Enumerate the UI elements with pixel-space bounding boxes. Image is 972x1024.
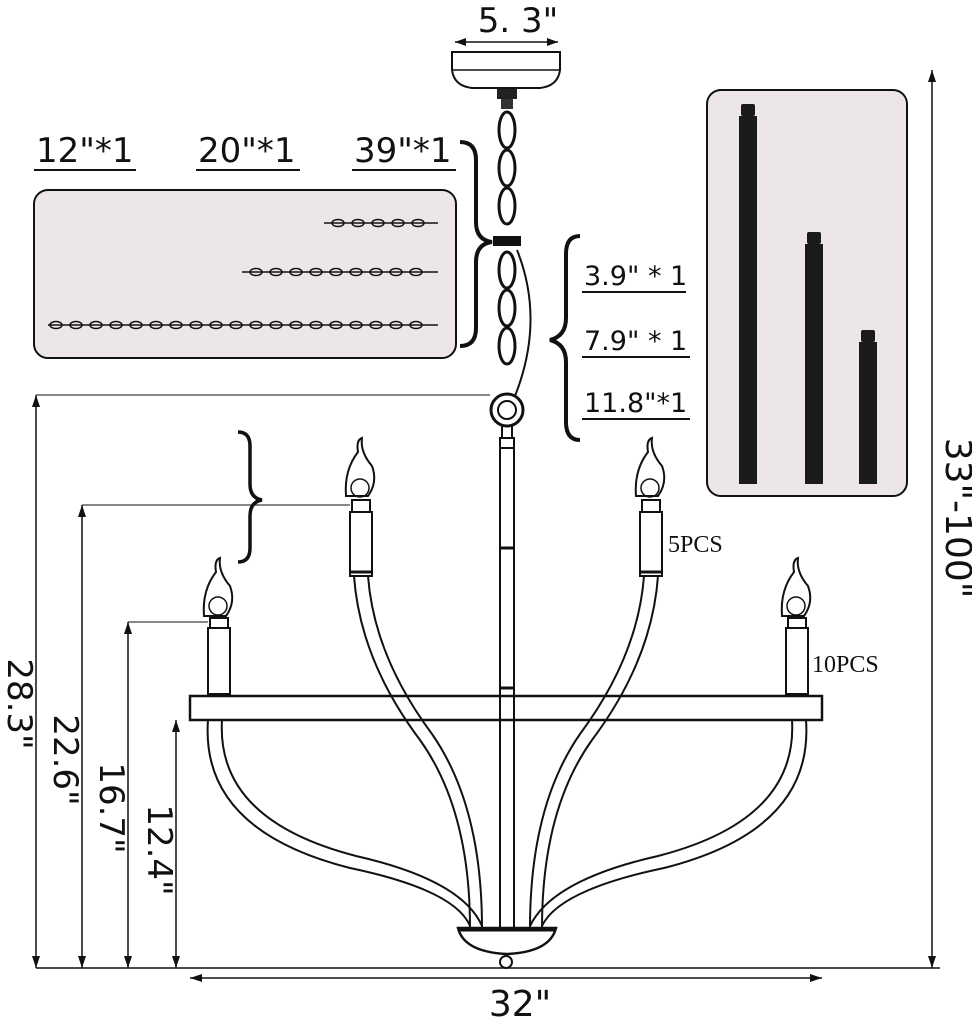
- height-16-label: 16.7": [91, 762, 131, 853]
- rod-short: [859, 330, 877, 484]
- chain-12-label: 12"*1: [36, 131, 134, 171]
- chain-clip: [493, 236, 521, 246]
- chain-12-inch: [324, 218, 438, 228]
- lower-arms-count: 10PCS: [812, 652, 879, 678]
- chain-39-label: 39"*1: [354, 131, 452, 171]
- rod-mid: [805, 232, 823, 484]
- bottom-bowl: [456, 926, 558, 969]
- lower-arms: [206, 719, 808, 927]
- hanging-loop: [489, 392, 525, 428]
- chain-20-label: 20"*1: [198, 131, 296, 171]
- width-label: 32": [489, 984, 551, 1024]
- chain-20-inch: [242, 267, 438, 277]
- upper-arms-count: 5PCS: [668, 532, 723, 558]
- canopy-width-label: 5. 3": [478, 1, 559, 41]
- chain-39-inch: [48, 320, 438, 330]
- height-range-dimension: 33"-100": [928, 70, 972, 968]
- center-stem: [499, 425, 515, 928]
- rod-short-label: 3.9" * 1: [584, 261, 687, 292]
- rod-mid-label: 7.9" * 1: [584, 326, 687, 357]
- rod-brace: [549, 234, 581, 442]
- chain-options-panel: [33, 189, 457, 359]
- height-12-label: 12.4": [139, 804, 179, 895]
- hanging-chain: [489, 110, 532, 428]
- rod-long-label: 11.8"*1: [584, 388, 687, 419]
- upper-candle-left: [344, 436, 376, 577]
- height-range-label: 33"-100": [937, 438, 972, 599]
- upper-arms: [353, 575, 659, 929]
- lower-candle-left: [202, 556, 234, 695]
- width-dimension: 32": [36, 967, 940, 1024]
- chain-brace: [459, 140, 493, 348]
- canopy-width-dimension: 5. 3": [455, 1, 558, 46]
- height-dimensions: 28.3" 22.6" 16.7" 12.4": [0, 394, 490, 968]
- ring-bar: [188, 694, 824, 722]
- height-28-label: 28.3": [0, 658, 39, 749]
- lower-candle-right: [780, 556, 812, 695]
- rods-panel: [706, 89, 908, 497]
- height-22-label: 22.6": [45, 714, 85, 805]
- chain-labels: 12"*1 20"*1 39"*1: [34, 131, 456, 171]
- upper-candle-right: [634, 436, 666, 577]
- bulb-brace: [237, 430, 263, 564]
- rod-long: [739, 104, 757, 484]
- rod-labels: 3.9" * 1 7.9" * 1 11.8"*1: [582, 261, 690, 420]
- canopy: [451, 51, 561, 109]
